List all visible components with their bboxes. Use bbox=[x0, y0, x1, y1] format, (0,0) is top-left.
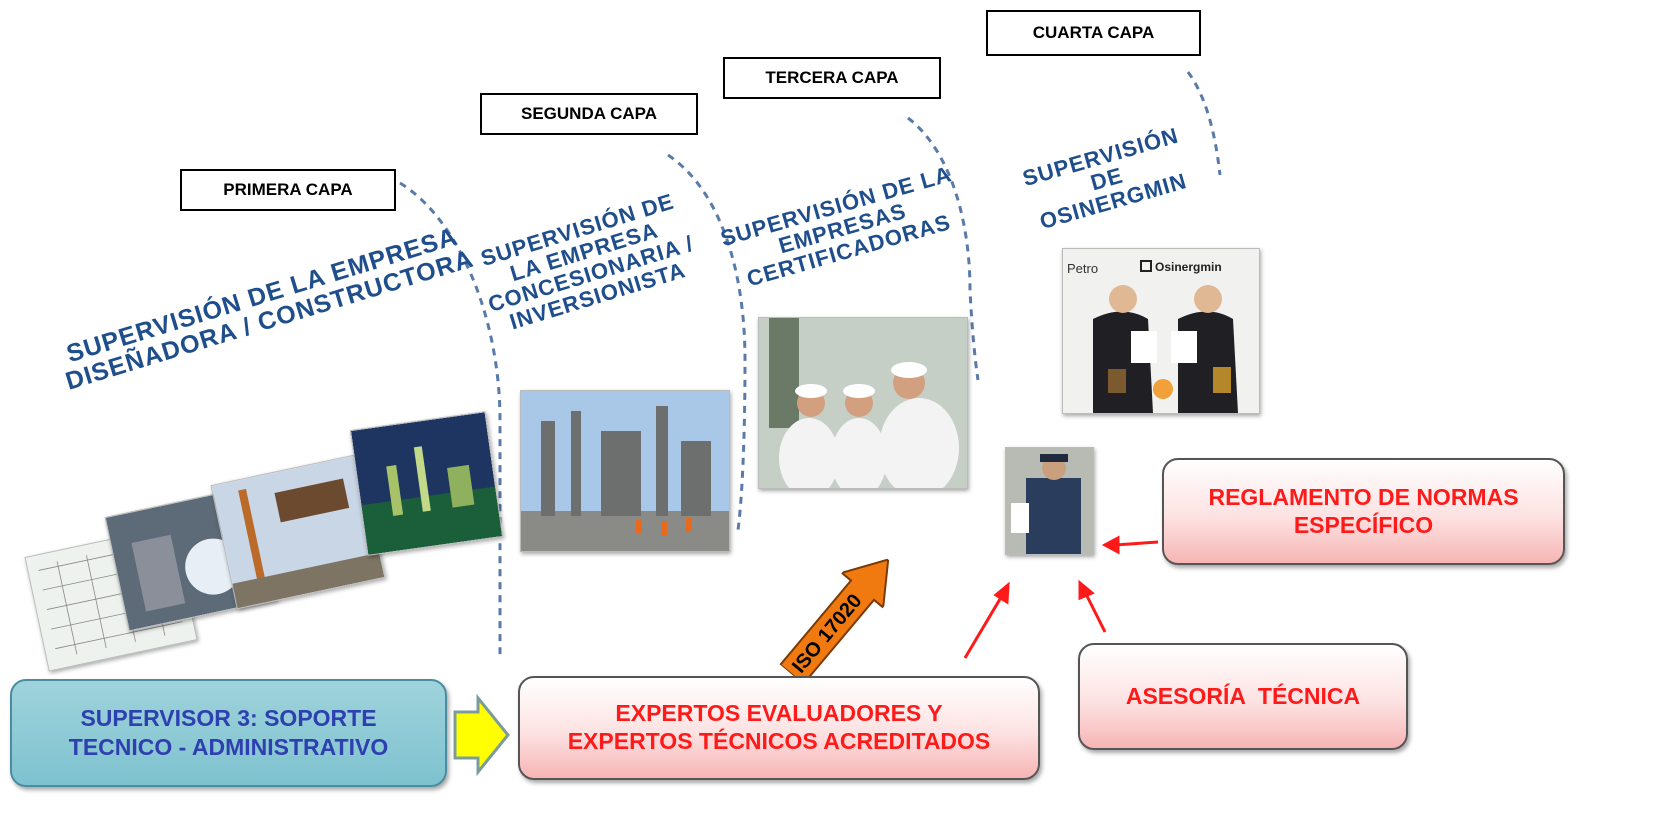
supervisor-line1: SUPERVISOR 3: SOPORTE bbox=[80, 705, 377, 732]
reglamento-box: REGLAMENTO DE NORMAS ESPECÍFICO bbox=[1162, 458, 1565, 565]
photo-crane bbox=[210, 453, 386, 610]
logo-petro: Petro bbox=[1067, 261, 1098, 276]
reglamento-line1: REGLAMENTO DE NORMAS bbox=[1208, 483, 1519, 510]
photo-inspector bbox=[1005, 447, 1094, 555]
photo-plant-night bbox=[349, 411, 504, 556]
photo-refinery bbox=[520, 390, 730, 552]
yellow-arrow bbox=[453, 693, 510, 777]
layer-box-tercera: TERCERA CAPA bbox=[723, 57, 941, 99]
asesoria-box: ASESORÍA TÉCNICA bbox=[1078, 643, 1408, 750]
expertos-box: EXPERTOS EVALUADORES Y EXPERTOS TÉCNICOS… bbox=[518, 676, 1040, 780]
photo-signing: Petro Osinergmin bbox=[1062, 248, 1260, 414]
photo-engineers bbox=[758, 317, 968, 489]
asesoria-label: ASESORÍA TÉCNICA bbox=[1125, 682, 1361, 709]
divider-curve-3 bbox=[907, 116, 980, 381]
layer-box-segunda: SEGUNDA CAPA bbox=[480, 93, 698, 135]
divider-curve-4 bbox=[1186, 71, 1222, 176]
expertos-line1: EXPERTOS EVALUADORES Y bbox=[615, 700, 943, 727]
red-arrows bbox=[963, 535, 1159, 659]
layer-box-primera: PRIMERA CAPA bbox=[180, 169, 396, 211]
supervisor-line2: TECNICO - ADMINISTRATIVO bbox=[68, 734, 389, 760]
logo-osinergmin: Osinergmin bbox=[1155, 260, 1222, 274]
supervisor-box: SUPERVISOR 3: SOPORTE TECNICO - ADMINIST… bbox=[10, 679, 447, 787]
reglamento-line2: ESPECÍFICO bbox=[1293, 511, 1434, 538]
layer-box-cuarta: CUARTA CAPA bbox=[986, 10, 1201, 56]
divider-curve-2 bbox=[667, 153, 747, 531]
divider-curve-1 bbox=[399, 181, 502, 660]
expertos-line2: EXPERTOS TÉCNICOS ACREDITADOS bbox=[567, 728, 991, 754]
